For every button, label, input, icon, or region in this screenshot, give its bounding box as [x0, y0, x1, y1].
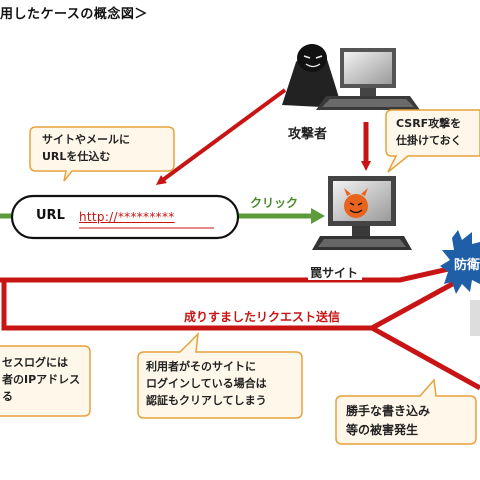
callout-line: サイトやメールに [42, 133, 130, 146]
callout-access-log [0, 345, 91, 417]
spoof-request-label: 成りすましたリクエスト送信 [184, 310, 341, 324]
url-label: URL [36, 208, 65, 223]
url-link[interactable]: http://********* [79, 210, 175, 224]
callout-damage-text: 勝手な書き込み 等の被害発生 [346, 402, 430, 440]
attacker-label: 攻撃者 [288, 127, 328, 142]
callout-line: セスログには [2, 356, 68, 369]
defense-side-box [470, 300, 480, 336]
page-title: 用したケースの概念図＞ [0, 7, 148, 22]
callout-line: 等の被害発生 [346, 423, 419, 437]
callout-logged-in-text: 利用者がそのサイトに ログインしている場合は 認証もクリアしてしまう [146, 358, 267, 409]
callout-csrf-text: CSRF攻撃を 仕掛けておく [396, 115, 462, 149]
attacker-figure [282, 44, 342, 108]
callout-embed-url-text: サイトやメールに URLを仕込む [42, 131, 130, 165]
spoof-top-line [0, 259, 480, 283]
callout-access-log-text: セスログには 者のIPアドレス る [2, 354, 80, 405]
callout-csrf [385, 109, 480, 173]
callout-damage [335, 378, 477, 445]
callout-line: 者のIPアドレス [2, 373, 81, 386]
callout-line: 利用者がそのサイトに [146, 360, 256, 373]
callout-line: CSRF攻撃を [396, 117, 462, 130]
callout-line: 認証もクリアしてしまう [146, 394, 267, 407]
callout-line: る [2, 390, 13, 403]
callout-line: ログインしている場合は [146, 377, 267, 390]
callout-line: 仕掛けておく [396, 134, 462, 147]
defense-badge [440, 230, 480, 294]
trap-site-label: 罠サイト [310, 266, 359, 280]
callout-logged-in [137, 331, 303, 419]
attacker-computer [316, 48, 420, 110]
click-label: クリック [250, 196, 299, 210]
callout-embed-url [29, 126, 175, 182]
attacker-to-url-arrow [155, 88, 287, 185]
trap-site-computer [312, 176, 412, 250]
defense-badge-label: 防衛 [454, 258, 480, 273]
trap-site-label-box [308, 262, 362, 280]
callout-line: URLを仕込む [42, 150, 111, 163]
branch-down-arrow [370, 325, 480, 391]
callout-line: 勝手な書き込み [346, 404, 431, 418]
